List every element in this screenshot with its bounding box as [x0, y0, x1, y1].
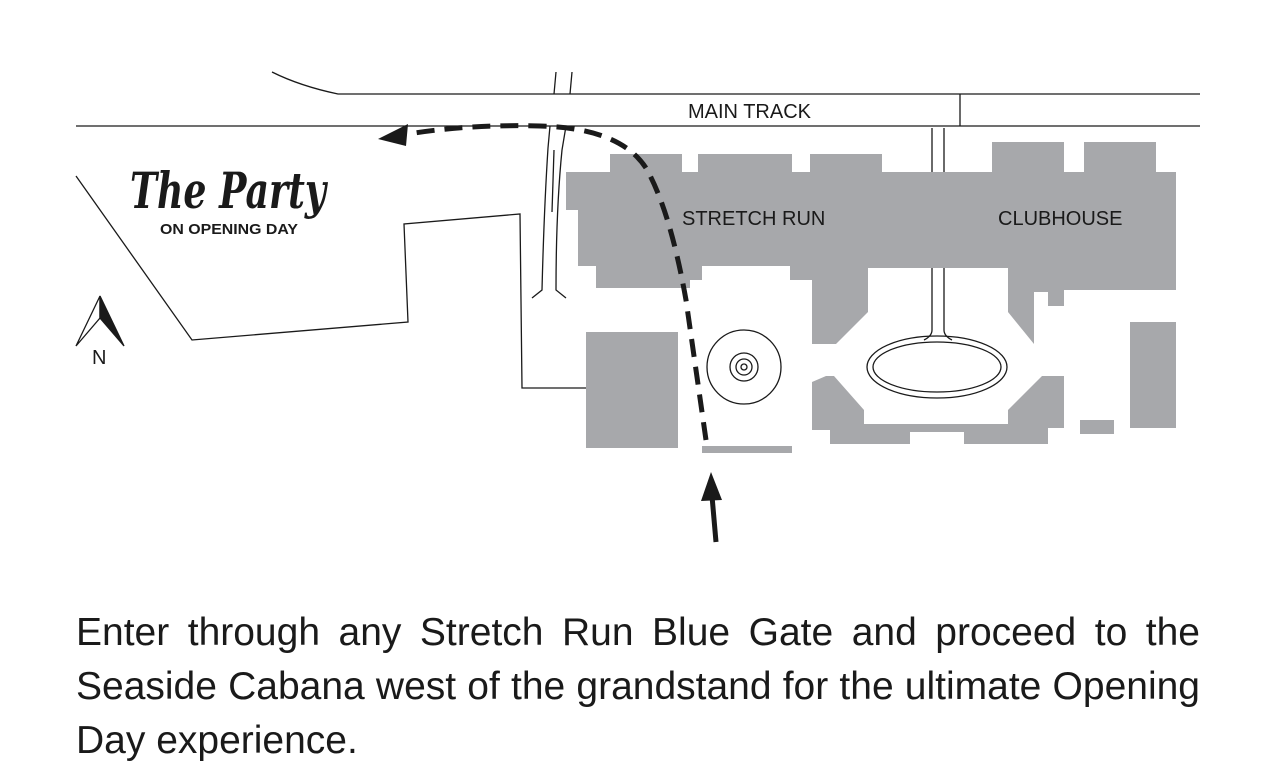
gate-structure [702, 446, 792, 453]
west-building [586, 332, 678, 448]
small-building [1080, 420, 1114, 434]
event-logo: The Party ON OPENING DAY [130, 161, 328, 238]
grandstand-building [566, 142, 1176, 344]
clubhouse-south-wing [812, 376, 1064, 444]
north-label: N [92, 347, 106, 369]
party-area-outline [75, 175, 588, 389]
main-track [76, 71, 1200, 127]
walking-route [407, 123, 709, 441]
directions-caption: Enter through any Stretch Run Blue Gate … [76, 611, 1200, 762]
route-arrowhead-icon [378, 124, 408, 146]
main-track-label: MAIN TRACK [688, 101, 812, 123]
event-logo-script-title: The Party [130, 161, 328, 220]
north-arrow-icon: N [75, 295, 125, 369]
paddock-oval [866, 128, 1008, 399]
event-logo-subtitle: ON OPENING DAY [160, 221, 298, 238]
stretch-run-label: STRETCH RUN [682, 208, 825, 230]
entry-arrow-icon [701, 472, 722, 543]
fountain [706, 329, 782, 405]
venue-map: N MAIN TRACK STRETCH RUN CLUBHOUSE The P… [75, 71, 1200, 543]
walkway-outline [531, 125, 567, 299]
clubhouse-label: CLUBHOUSE [998, 208, 1122, 230]
east-building [1130, 322, 1176, 428]
